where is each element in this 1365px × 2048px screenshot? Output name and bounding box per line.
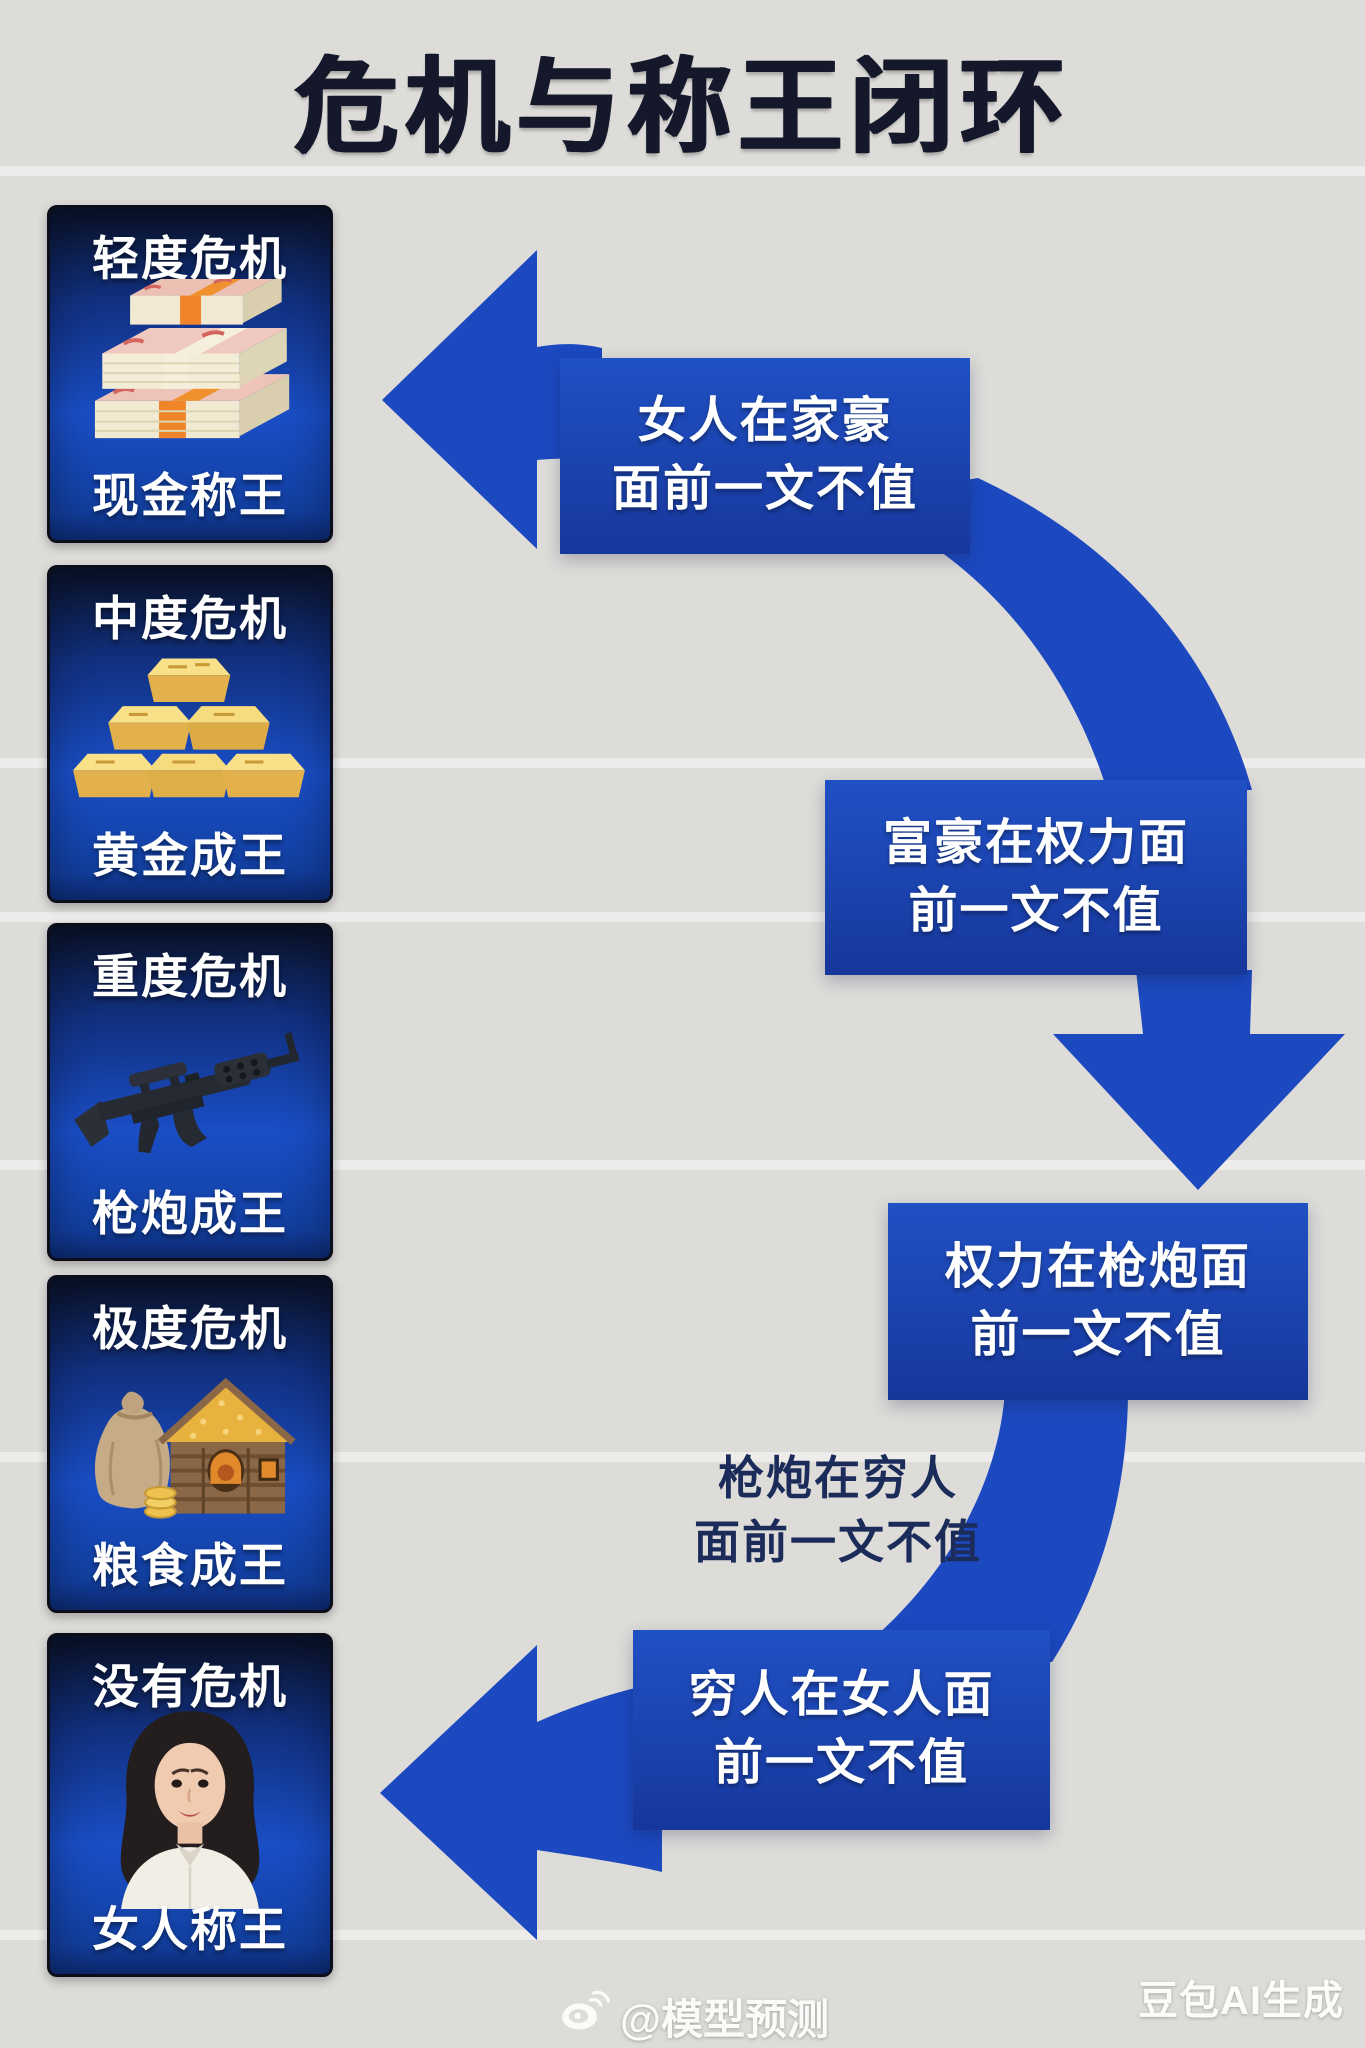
flow-label-line: 前一文不值	[908, 883, 1164, 938]
crisis-level-label: 极度危机	[92, 1302, 288, 1355]
flow-label-line: 富豪在权力面	[882, 815, 1189, 870]
flow-label-line: 女人在家豪	[637, 394, 893, 449]
king-label: 现金称王	[92, 469, 288, 522]
crisis-level-label: 重度危机	[92, 950, 288, 1003]
page-title: 危机与称王闭环	[293, 50, 1071, 166]
flow-label-line: 枪炮在穷人	[718, 1452, 958, 1504]
flow-label-line: 面前一文不值	[611, 462, 918, 516]
crisis-level-label: 轻度危机	[92, 232, 288, 285]
background-seam	[0, 1930, 1365, 1940]
background-seam	[0, 912, 1365, 922]
generator-watermark: 豆包AI生成	[1138, 1979, 1344, 2023]
rifle-icon	[62, 1002, 318, 1178]
flow-label-woman-vs-rich: 女人在家豪 面前一文不值	[560, 358, 970, 554]
crisis-level-label: 没有危机	[92, 1660, 288, 1713]
king-label: 黄金成王	[92, 829, 288, 882]
granary-icon	[62, 1354, 318, 1530]
flow-label-line: 面前一文不值	[694, 1516, 982, 1569]
crisis-box-mild: 轻度危机	[47, 205, 333, 543]
curve-ribbon-1	[845, 478, 1252, 790]
crisis-level-label: 中度危机	[92, 592, 288, 645]
crisis-box-extreme: 极度危机	[47, 1275, 333, 1613]
flow-label-line: 权力在枪炮面	[944, 1239, 1251, 1294]
weibo-icon	[558, 1990, 610, 2044]
gold-bars-icon	[62, 644, 318, 820]
king-label: 枪炮成王	[92, 1187, 288, 1240]
flow-label-poor-vs-woman: 穷人在女人面 前一文不值	[633, 1630, 1050, 1830]
king-label: 女人称王	[92, 1903, 288, 1956]
left-arrow-icon	[382, 250, 602, 549]
flow-label-guns-vs-poor: 枪炮在穷人 面前一文不值	[648, 1446, 1028, 1575]
flow-label-line: 前一文不值	[713, 1736, 969, 1790]
crisis-box-none: 没有危机 女人称王	[47, 1633, 333, 1977]
weibo-watermark: @模型预测	[558, 1986, 829, 2047]
flow-label-power-vs-guns: 权力在枪炮面 前一文不值	[888, 1203, 1308, 1400]
flow-label-rich-vs-power: 富豪在权力面 前一文不值	[825, 780, 1247, 975]
left-arrow-icon	[380, 1645, 662, 1940]
flow-label-line: 穷人在女人面	[688, 1668, 995, 1723]
curve-ribbon-2	[1136, 970, 1252, 1034]
woman-portrait	[62, 1711, 318, 1909]
king-label: 粮食成王	[92, 1539, 288, 1592]
crisis-box-moderate: 中度危机	[47, 565, 333, 903]
flow-label-line: 前一文不值	[970, 1307, 1226, 1362]
crisis-box-severe: 重度危机	[47, 923, 333, 1261]
background-seam	[0, 166, 1365, 176]
curve-ribbon-3	[845, 1390, 1128, 1662]
background-seam	[0, 1452, 1365, 1462]
weibo-handle: @模型预测	[620, 1996, 829, 2043]
background-seam	[0, 758, 1365, 768]
cash-bundles-icon	[62, 279, 318, 460]
background-seam	[0, 1160, 1365, 1170]
down-arrow-icon	[1053, 1034, 1345, 1190]
